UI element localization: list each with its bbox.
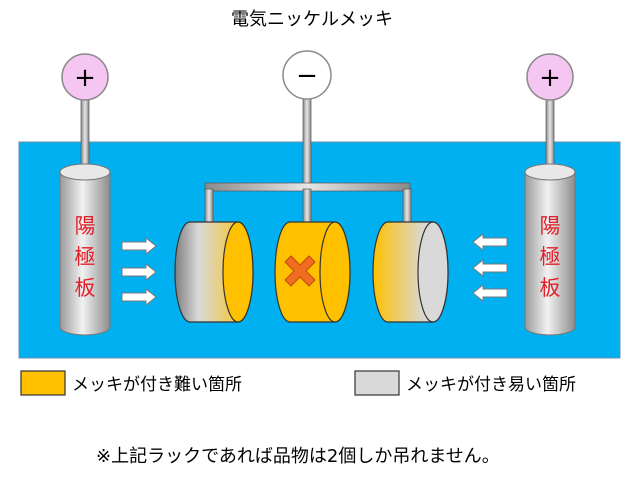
legend-swatch-hard	[20, 370, 66, 396]
right-anode-plate: 陽 極 板	[524, 163, 576, 336]
footnote: ※上記ラックであれば品物は2個しか吊れません。	[96, 446, 500, 467]
arrow-left-icon	[472, 232, 508, 252]
terminal-right-plus: +	[526, 53, 574, 101]
left-anode-label-2: 極	[75, 245, 96, 269]
workpiece-center	[274, 221, 351, 323]
terminal-center-symbol: −	[296, 61, 318, 91]
arrow-left-icon	[472, 283, 508, 303]
arrow-left-icon	[472, 258, 508, 278]
rack-hanger-left	[204, 188, 214, 228]
diagram-title: 電気ニッケルメッキ	[231, 9, 393, 30]
right-anode-label-3: 板	[540, 276, 561, 300]
legend: メッキが付き難い箇所 メッキが付き易い箇所	[20, 370, 576, 396]
rack-hanger-right	[402, 188, 412, 228]
legend-label-hard: メッキが付き難い箇所	[72, 375, 242, 395]
terminal-center-minus: −	[282, 50, 332, 100]
arrow-right-icon	[121, 236, 157, 256]
left-anode-label-1: 陽	[75, 214, 96, 238]
rack-hanger-center	[302, 188, 312, 226]
left-anode-plate: 陽 極 板	[59, 163, 111, 336]
arrow-right-icon	[121, 262, 157, 282]
right-current-arrows	[472, 232, 508, 303]
terminal-left-symbol: +	[74, 63, 96, 93]
arrow-right-icon	[121, 287, 157, 307]
workpiece-right	[372, 221, 449, 323]
right-anode-label-2: 極	[540, 245, 561, 269]
legend-swatch-easy	[354, 370, 400, 396]
terminal-left-plus: +	[61, 53, 109, 101]
right-anode-rod	[545, 99, 555, 171]
right-anode-label-1: 陽	[540, 214, 561, 238]
left-current-arrows	[121, 236, 157, 307]
left-anode-rod	[80, 99, 90, 171]
legend-label-easy: メッキが付き易い箇所	[406, 375, 576, 395]
cathode-rod	[302, 96, 312, 186]
terminal-right-symbol: +	[539, 63, 561, 93]
left-anode-label-3: 板	[75, 276, 96, 300]
cross-icon	[284, 255, 316, 287]
workpiece-left	[174, 221, 254, 323]
